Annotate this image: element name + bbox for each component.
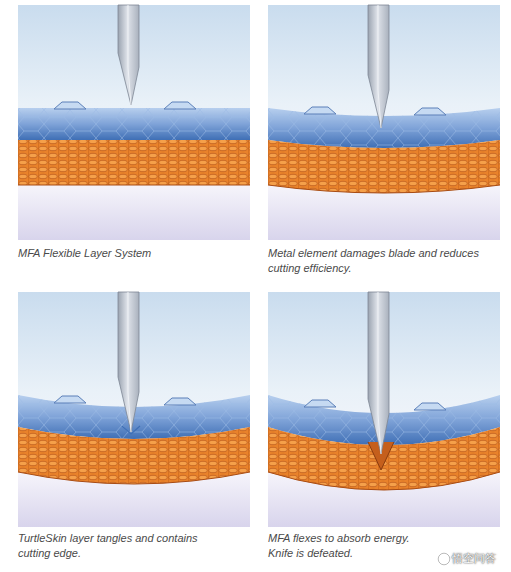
panel-caption: Metal element damages blade and reduces … — [268, 246, 504, 276]
panel-caption: TurtleSkin layer tangles and contains cu… — [18, 531, 223, 561]
panel-caption: MFA Flexible Layer System — [18, 246, 250, 261]
watermark: 悟空问答 — [452, 552, 496, 566]
panel-caption: MFA flexes to absorb energy. Knife is de… — [268, 531, 433, 561]
